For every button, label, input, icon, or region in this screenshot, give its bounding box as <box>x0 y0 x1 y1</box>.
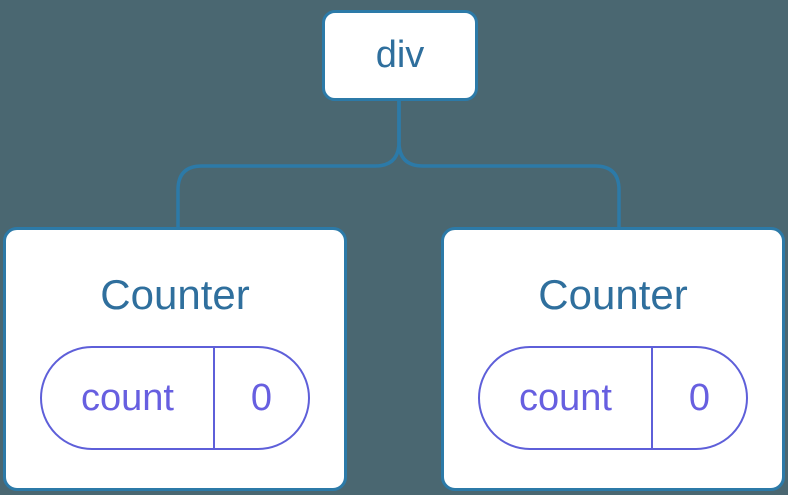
root-node: div <box>322 10 478 101</box>
connector-right-branch <box>397 101 621 228</box>
state-pill: count 0 <box>40 346 310 450</box>
state-key: count <box>42 348 215 448</box>
state-key: count <box>480 348 653 448</box>
connector-left-branch <box>176 101 401 228</box>
state-pill: count 0 <box>478 346 748 450</box>
component-title: Counter <box>100 271 250 318</box>
component-title: Counter <box>538 271 688 318</box>
state-value: 0 <box>688 376 711 419</box>
state-value: 0 <box>250 376 273 419</box>
component-card-left: Counter count 0 <box>3 227 347 491</box>
root-node-label: div <box>375 34 425 76</box>
component-card-right: Counter count 0 <box>441 227 785 491</box>
